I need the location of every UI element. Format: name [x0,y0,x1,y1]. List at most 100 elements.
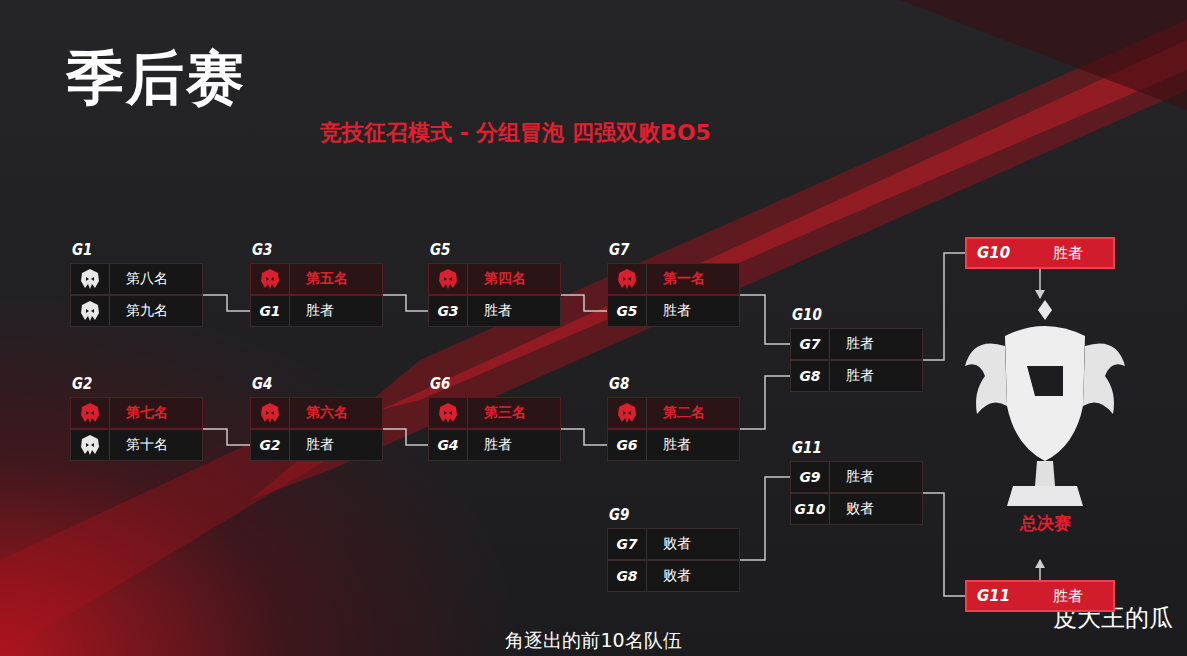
match-card: G2第七名第十名 [70,397,203,461]
team-text: 第二名 [647,404,739,422]
team-text: 胜者 [647,302,739,320]
icon-cell: G7 [608,529,647,559]
team-row: 第一名 [607,263,740,295]
icon-cell [71,264,110,294]
team-text: 胜者 [468,436,560,454]
match-number: G8 [609,375,629,393]
icon-cell [251,398,290,428]
match-card: G3第五名G1胜者 [250,263,383,327]
team-text: 胜者 [290,436,382,454]
match-ref: G4 [437,437,458,453]
team-text: 第九名 [110,302,202,320]
match-ref: G8 [616,568,637,584]
icon-cell [608,398,647,428]
team-icon [259,268,281,290]
bracket-line [561,295,607,311]
icon-cell [429,264,468,294]
match-number: G2 [72,375,92,393]
icon-cell [608,264,647,294]
bracket-line [561,429,607,445]
team-row: G9胜者 [790,461,923,493]
team-text: 第三名 [468,404,560,422]
icon-cell: G8 [608,561,647,591]
icon-cell [251,264,290,294]
result-text: 胜者 [1027,244,1083,263]
team-row: 第四名 [428,263,561,295]
team-row: G5胜者 [607,295,740,327]
team-text: 第一名 [647,270,739,288]
team-row: 第八名 [70,263,203,295]
match-number: G5 [430,241,450,259]
team-text: 第八名 [110,270,202,288]
match-card: G5第四名G3胜者 [428,263,561,327]
trophy: 总决赛 [955,296,1135,562]
match-card: G6第三名G4胜者 [428,397,561,461]
team-text: 败者 [647,567,739,585]
match-ref: G8 [799,368,820,384]
icon-cell: G1 [251,296,290,326]
match-number: G7 [609,241,629,259]
match-card: G9G7败者G8败者 [607,528,740,592]
page-title: 季后赛 [66,40,246,118]
team-row: 第九名 [70,295,203,327]
icon-cell: G4 [429,430,468,460]
icon-cell: G8 [791,361,830,391]
caption: 角逐出的前10名队伍 [0,628,1187,654]
bracket-line [203,295,250,311]
team-row: 第七名 [70,397,203,429]
final-slot: G10胜者 [965,237,1115,269]
match-number: G9 [609,506,629,524]
team-icon [616,402,638,424]
icon-cell [71,430,110,460]
bracket-line [740,477,790,560]
team-row: G7胜者 [790,328,923,360]
icon-cell: G3 [429,296,468,326]
icon-cell [71,398,110,428]
team-text: 胜者 [830,367,922,385]
match-number: G11 [792,439,822,457]
team-text: 第五名 [290,270,382,288]
match-card: G7第一名G5胜者 [607,263,740,327]
icon-cell: G5 [608,296,647,326]
match-ref: G6 [616,437,637,453]
team-text: 胜者 [830,468,922,486]
match-ref: G3 [437,303,458,319]
subtitle: 竞技征召模式 - 分组冒泡 四强双败BO5 [320,118,711,148]
team-icon [437,402,459,424]
team-text: 第六名 [290,404,382,422]
bracket-line [383,295,428,311]
team-text: 胜者 [830,335,922,353]
bracket-line [740,376,790,429]
match-number: G10 [792,306,822,324]
icon-cell: G6 [608,430,647,460]
team-text: 败者 [647,535,739,553]
match-ref: G1 [259,303,280,319]
match-ref: G10 [795,501,826,517]
trophy-label: 总决赛 [955,512,1135,535]
match-card: G11G9胜者G10败者 [790,461,923,525]
team-text: 第十名 [110,436,202,454]
team-row: 第十名 [70,429,203,461]
match-card: G10G7胜者G8胜者 [790,328,923,392]
team-row: G4 胜者 [428,429,561,461]
team-text: 败者 [830,500,922,518]
bracket-line [1039,269,1041,298]
team-icon [616,268,638,290]
team-row: G3胜者 [428,295,561,327]
match-card: G1第八名第九名 [70,263,203,327]
team-row: G10败者 [790,493,923,525]
team-icon [79,402,101,424]
team-text: 胜者 [647,436,739,454]
team-icon [79,268,101,290]
team-text: 胜者 [290,302,382,320]
bracket-line [923,253,965,360]
icon-cell: G7 [791,329,830,359]
match-number: G4 [252,375,272,393]
team-row: G1 胜者 [250,295,383,327]
bracket-line [203,429,250,445]
match-card: G4第六名G2胜者 [250,397,383,461]
team-icon [437,268,459,290]
match-ref: G11 [977,587,1027,605]
bracket-line [923,493,965,596]
